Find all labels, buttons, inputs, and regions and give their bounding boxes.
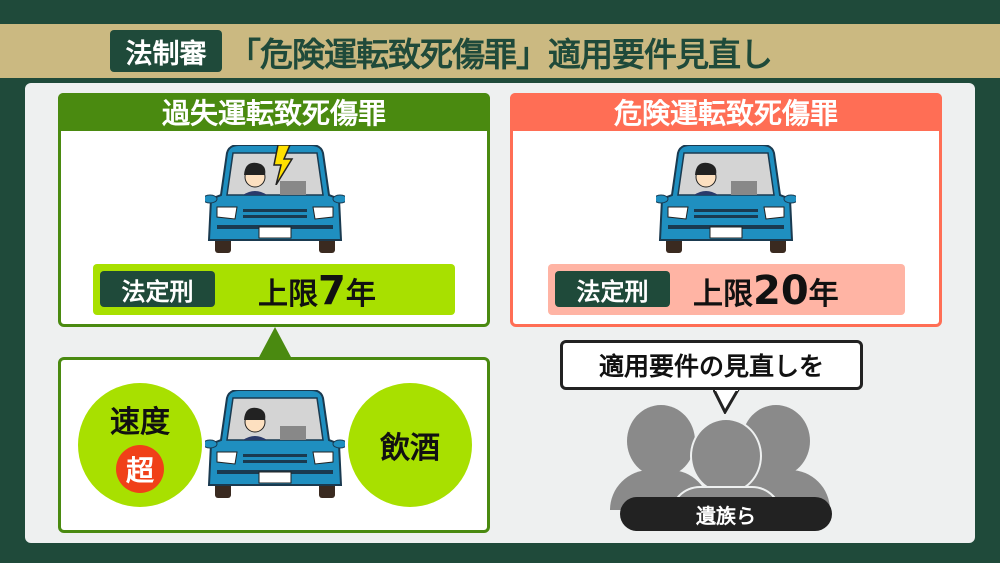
bubble-tail [713,386,741,414]
penalty-label: 法定刑 [555,271,670,307]
speech-bubble: 適用要件の見直しを [560,340,863,390]
speed-factor: 速度 超 [78,383,202,507]
penalty-label: 法定刑 [100,271,215,307]
category-badge: 法制審 [110,30,222,72]
penalty-limit: 上限20年 [693,268,839,314]
car-icon [202,144,348,253]
silhouette-head [690,418,762,494]
penalty-bar-right: 法定刑 上限20年 [548,264,905,315]
dangerous-driving-title: 危険運転致死傷罪 [510,93,942,131]
excess-badge: 超 [116,445,164,493]
car-illustration [202,389,348,504]
car-icon [202,389,348,498]
car-icon [653,144,799,253]
alcohol-factor: 飲酒 [348,383,472,507]
speed-label: 速度 [110,405,170,440]
bereaved-families-label: 遺族ら [620,497,832,531]
headline: 「危険運転致死傷罪」適用要件見直し [228,35,773,74]
arrow-up-icon [258,327,292,359]
penalty-bar-left: 法定刑 上限7年 [93,264,455,315]
alcohol-label: 飲酒 [380,431,440,466]
silhouette-head [627,405,695,477]
penalty-limit: 上限7年 [258,268,376,314]
negligent-driving-title: 過失運転致死傷罪 [58,93,490,131]
car-illustration [202,144,348,259]
lightning-icon [273,145,294,185]
car-illustration [653,144,799,259]
